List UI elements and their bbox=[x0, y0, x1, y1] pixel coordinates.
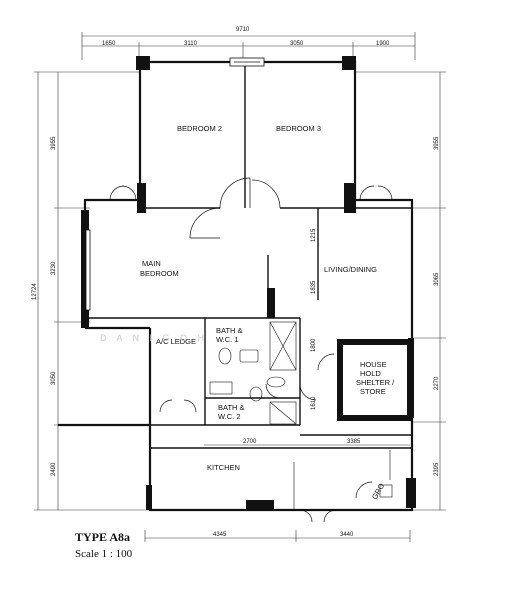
doors bbox=[109, 177, 393, 523]
label-shelter: SHELTER / bbox=[356, 378, 395, 387]
label-bath-2-wc: W.C. 2 bbox=[218, 412, 241, 421]
plan-scale: Scale 1 : 100 bbox=[75, 548, 133, 560]
label-living-dining: LIVING/DINING bbox=[324, 265, 377, 274]
label-bedroom-3: BEDROOM 3 bbox=[276, 124, 321, 133]
interior-walls bbox=[85, 62, 412, 449]
dim-top-4: 1900 bbox=[376, 41, 390, 47]
label-shelter-house: HOUSE bbox=[360, 360, 387, 369]
dim-inner-1610: 1610 bbox=[311, 396, 317, 410]
dimension-lines bbox=[34, 32, 446, 542]
top-dimensions: 9710 1650 3110 3050 1900 bbox=[102, 27, 390, 47]
label-bedroom-2: BEDROOM 2 bbox=[177, 124, 222, 133]
dim-top-2: 3110 bbox=[184, 41, 198, 47]
dim-inner-1835: 1835 bbox=[311, 280, 317, 294]
label-bath-2: BATH & bbox=[218, 403, 245, 412]
dim-right-4: 2395 bbox=[434, 462, 440, 476]
label-main-bedroom-2: BEDROOM bbox=[140, 269, 179, 278]
dim-bottom-2: 3440 bbox=[340, 532, 354, 538]
label-shelter-store: STORE bbox=[360, 387, 386, 396]
dim-inner-2700: 2700 bbox=[243, 439, 257, 445]
dim-top-3: 3050 bbox=[290, 41, 304, 47]
label-shelter-hold: HOLD bbox=[360, 369, 381, 378]
kitchen-fixtures bbox=[293, 450, 393, 510]
dim-inner-3385: 3385 bbox=[347, 439, 361, 445]
windows bbox=[85, 57, 265, 311]
dim-top-1: 1650 bbox=[102, 41, 116, 47]
dim-left-1: 3955 bbox=[51, 136, 57, 150]
dim-inner-1800: 1800 bbox=[311, 338, 317, 352]
right-dimensions: 3955 3065 2270 2395 bbox=[434, 136, 440, 476]
label-kitchen: KITCHEN bbox=[207, 463, 240, 472]
dim-left-overall: 12724 bbox=[32, 283, 38, 300]
shelter-walls bbox=[337, 339, 413, 421]
dim-left-4: 2490 bbox=[51, 462, 57, 476]
dim-right-2: 3065 bbox=[434, 272, 440, 286]
dim-left-3: 3050 bbox=[51, 371, 57, 385]
bathroom-fixtures bbox=[209, 321, 297, 425]
dim-right-1: 3955 bbox=[434, 136, 440, 150]
bottom-dimensions: 4345 3440 bbox=[213, 532, 354, 538]
label-ac-ledge: A/C LEDGE bbox=[156, 337, 196, 346]
label-bath-1-wc: W.C. 1 bbox=[216, 335, 239, 344]
label-gro: GRO bbox=[370, 482, 386, 501]
label-main-bedroom: MAIN bbox=[142, 259, 161, 268]
dim-left-2: 3230 bbox=[51, 261, 57, 275]
label-bath-1: BATH & bbox=[216, 326, 243, 335]
dim-inner-1215: 1215 bbox=[311, 228, 317, 242]
dim-top-overall: 9710 bbox=[236, 27, 250, 33]
plan-type-title: TYPE A8a bbox=[75, 530, 131, 544]
left-dimensions: 12724 3955 3230 3050 2490 bbox=[32, 136, 57, 476]
watermark: D A N I G O H bbox=[100, 333, 208, 343]
inner-dimensions: 1215 1835 1800 1610 2700 3385 bbox=[243, 228, 361, 445]
dim-right-3: 2270 bbox=[434, 376, 440, 390]
dim-bottom-1: 4345 bbox=[213, 532, 227, 538]
